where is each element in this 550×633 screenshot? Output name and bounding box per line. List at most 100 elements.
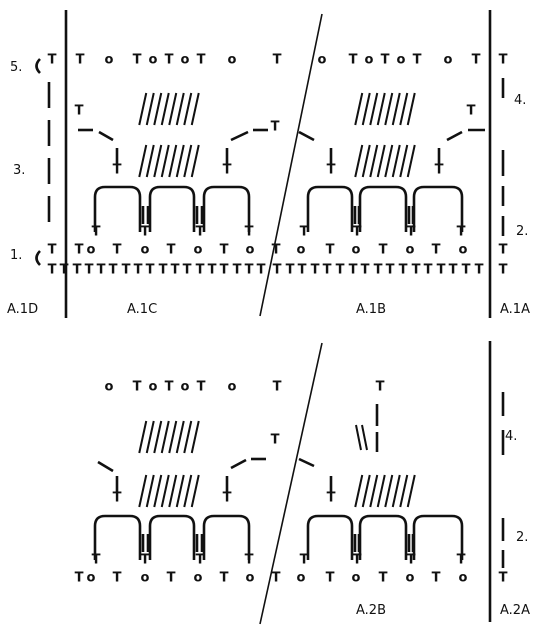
row-label-1: 1.	[10, 248, 22, 263]
fan-stroke	[361, 92, 371, 126]
fan-stroke	[391, 144, 401, 178]
treble-symbol: T	[399, 263, 408, 278]
fan-stroke	[384, 92, 394, 126]
treble-symbol: T	[353, 553, 362, 568]
treble-symbol: T	[220, 263, 229, 278]
fan-stroke	[376, 144, 386, 178]
treble-symbol: T	[97, 263, 106, 278]
fan-stroke	[145, 144, 155, 178]
fan-stroke	[160, 144, 170, 178]
treble-symbol: T	[353, 225, 362, 240]
treble-symbol: T	[457, 553, 466, 568]
treble-symbol: T	[245, 553, 254, 568]
treble-symbol: T	[271, 120, 280, 135]
treble-symbol: T	[196, 263, 205, 278]
fan-stroke	[138, 144, 148, 178]
fan-stroke	[160, 92, 170, 126]
treble-symbol: T	[134, 263, 143, 278]
row-label-4-bottom: 4.	[505, 429, 517, 444]
row-label-2-bottom: 2.	[516, 530, 528, 545]
fan-stroke	[369, 474, 379, 508]
fan-stroke	[361, 424, 368, 451]
chain-arch	[202, 185, 251, 232]
stitch-stroke	[298, 457, 315, 468]
fan-stroke	[168, 144, 178, 178]
chain-symbol: o	[246, 571, 255, 586]
treble-symbol: T	[183, 263, 192, 278]
section-label-a1b: A.1B	[356, 302, 386, 317]
treble-symbol: T	[73, 263, 82, 278]
fan-stroke	[153, 144, 163, 178]
treble-symbol: T	[326, 243, 335, 258]
treble-symbol: T	[437, 263, 446, 278]
diagonal-split-line	[259, 342, 323, 625]
fan-stroke	[354, 474, 364, 508]
treble-symbol: T	[349, 53, 358, 68]
chain-arch	[412, 514, 464, 560]
fan-stroke	[145, 420, 155, 454]
fan-stroke	[160, 420, 170, 454]
treble-symbol: T	[499, 53, 508, 68]
fan-stroke	[183, 474, 193, 508]
treble-symbol: T	[113, 491, 122, 506]
treble-symbol: T	[196, 553, 205, 568]
fan-stroke	[190, 474, 200, 508]
chain-symbol: o	[397, 53, 406, 68]
fan-stroke	[183, 144, 193, 178]
fan-stroke	[153, 420, 163, 454]
fan-stroke	[406, 92, 416, 126]
treble-symbol: T	[113, 163, 122, 178]
treble-symbol: T	[462, 263, 471, 278]
fan-stroke	[384, 474, 394, 508]
treble-symbol: T	[113, 243, 122, 258]
fan-stroke	[355, 424, 362, 451]
chain-symbol: o	[365, 53, 374, 68]
chain-symbol: o	[406, 243, 415, 258]
treble-symbol: T	[197, 53, 206, 68]
fan-stroke	[354, 92, 364, 126]
fan-stroke	[145, 92, 155, 126]
treble-symbol: T	[379, 243, 388, 258]
stitch-stroke	[298, 130, 315, 142]
treble-symbol: T	[133, 53, 142, 68]
treble-symbol: T	[323, 263, 332, 278]
treble-symbol: T	[273, 380, 282, 395]
treble-symbol: T	[167, 571, 176, 586]
chain-symbol: o	[444, 53, 453, 68]
fan-stroke	[361, 474, 371, 508]
chain-arch	[148, 185, 196, 232]
fan-stroke	[391, 92, 401, 126]
fan-stroke	[391, 474, 401, 508]
treble-symbol: T	[273, 263, 282, 278]
treble-symbol: T	[499, 263, 508, 278]
treble-symbol: T	[165, 53, 174, 68]
chain-arch	[358, 514, 408, 560]
row-label-4: 4.	[514, 93, 526, 108]
fan-stroke	[190, 92, 200, 126]
treble-symbol: T	[133, 380, 142, 395]
treble-symbol: T	[60, 263, 69, 278]
treble-symbol: T	[407, 225, 416, 240]
treble-symbol: T	[300, 553, 309, 568]
treble-symbol: T	[467, 104, 476, 119]
stitch-stroke	[446, 130, 463, 142]
treble-symbol: T	[141, 553, 150, 568]
fan-stroke	[138, 92, 148, 126]
fan-stroke	[406, 474, 416, 508]
fan-stroke	[361, 144, 371, 178]
chain-symbol: o	[87, 243, 96, 258]
stitch-stroke	[230, 130, 249, 142]
chain-symbol: o	[181, 53, 190, 68]
treble-symbol: T	[457, 225, 466, 240]
fan-stroke	[175, 92, 185, 126]
row-label-3: 3.	[13, 163, 25, 178]
treble-symbol: T	[386, 263, 395, 278]
bracket-icon	[35, 58, 41, 74]
treble-symbol: T	[300, 225, 309, 240]
chain-symbol: o	[105, 53, 114, 68]
chain-symbol: o	[181, 380, 190, 395]
treble-symbol: T	[233, 263, 242, 278]
treble-symbol: T	[432, 243, 441, 258]
chain-arch	[306, 514, 354, 560]
treble-symbol: T	[326, 571, 335, 586]
